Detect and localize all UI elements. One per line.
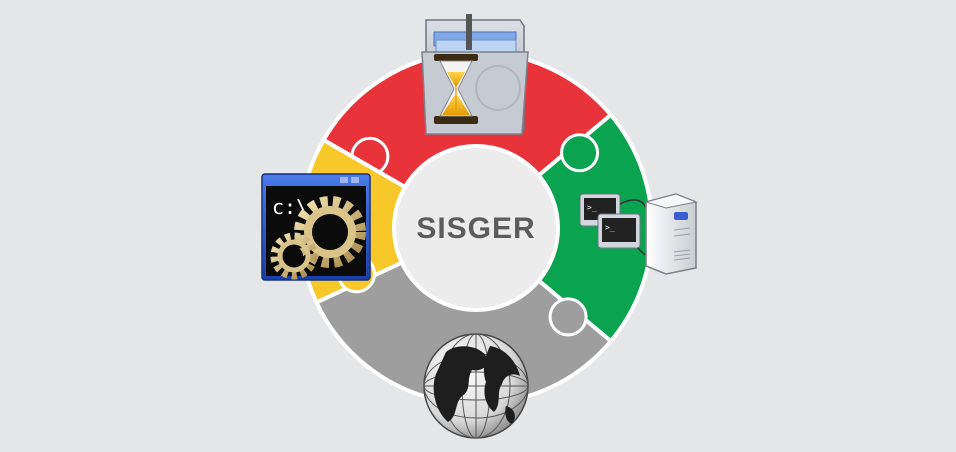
center-label: SISGER: [416, 212, 535, 245]
small-gear: [270, 232, 318, 280]
puzzle-knob-bottom: [548, 297, 588, 337]
server-terminal-icon: >_ >_: [579, 193, 698, 275]
svg-text:>_: >_: [587, 203, 597, 212]
large-gear: [294, 196, 366, 268]
command-prompt-gears-icon: c:\: [261, 173, 371, 281]
hourglass-folder-icon: [421, 14, 529, 135]
center-disc: [392, 144, 560, 312]
globe-icon: [423, 333, 529, 439]
svg-text:>_: >_: [605, 223, 615, 232]
puzzle-knob-right: [560, 133, 600, 173]
